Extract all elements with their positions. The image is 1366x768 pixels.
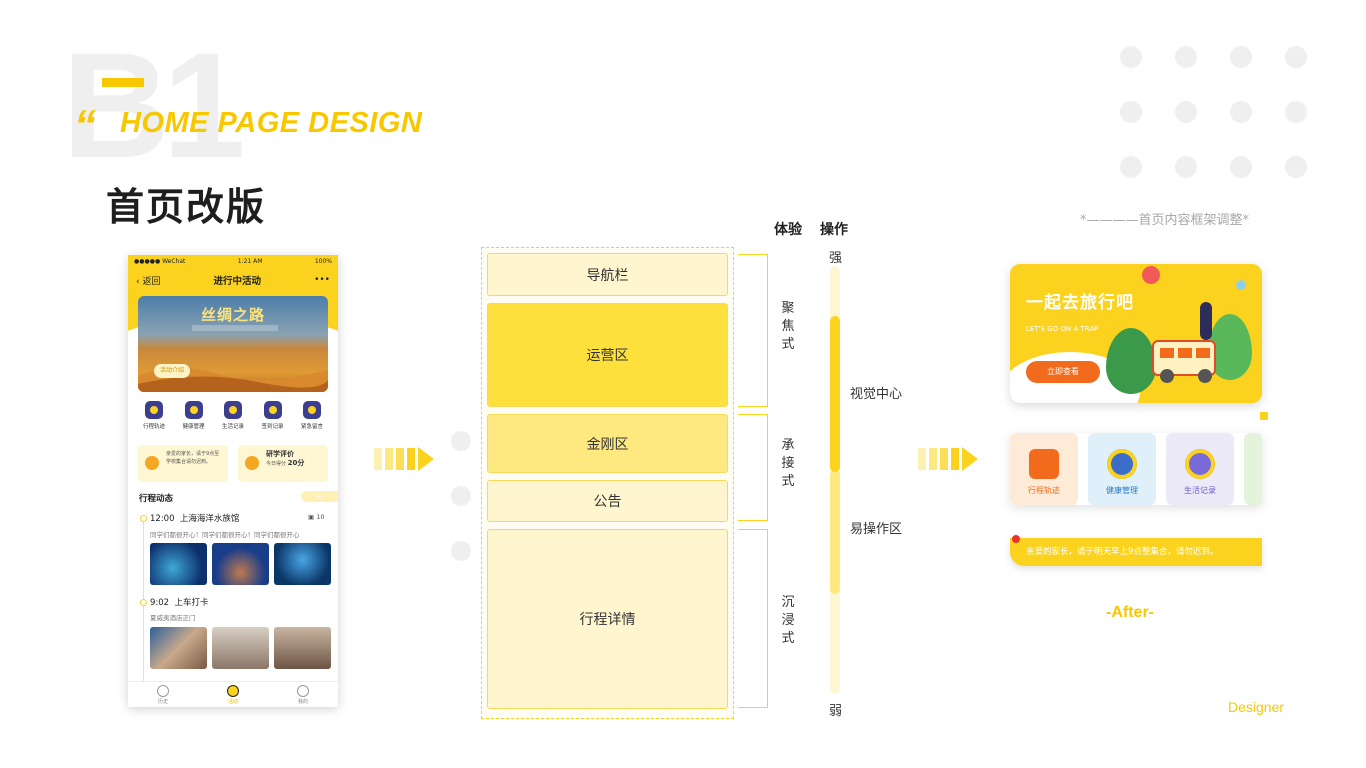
quick-icon-checkin[interactable]: 签到记录 [255,401,291,430]
headset-icon [303,401,321,419]
zone-visual-center: 视觉中心 [850,387,903,402]
column-header-experience: 体验 [774,222,802,238]
block-navbar: 导航栏 [487,253,728,296]
banner-title: 丝绸之路 [200,306,265,324]
tab-history[interactable]: 历史 [157,684,169,705]
bell-icon [1185,449,1215,479]
photo-count: ▣ 10 [308,513,325,521]
bracket-immersive [738,529,768,708]
route-icon [145,401,163,419]
quick-icons: 行程轨迹 健康管理 生活记录 签到记录 紧急留言 [136,401,330,430]
block-operation: 运营区 [487,303,728,407]
after-banner-title: 一起去旅行吧 [1026,293,1134,313]
group-label-connect: 承接式 [781,438,795,489]
notice-icon [145,456,159,470]
scale-mid [830,470,840,594]
designer-label: Designer [1228,699,1285,715]
event-photo[interactable] [150,543,207,585]
quick-icon-emergency[interactable]: 紧急留言 [294,401,330,430]
event-title[interactable]: 9:02 上车打卡 [140,596,209,608]
arrow-right-icon [918,447,978,471]
subtitle-en: HOME PAGE DESIGN [120,107,423,139]
section-title: 行程动态 [139,494,174,504]
background-mark: B1 [62,21,246,189]
user-icon [297,684,309,697]
heart-icon [1107,449,1137,479]
tab-mine[interactable]: 我的 [297,684,309,705]
after-tile-route[interactable]: 行程轨迹 [1010,433,1078,505]
tab-bar: 历史 活动 我的 [128,681,338,707]
accent-bar [102,78,144,87]
phone-mockup: ●●●●● WeChat 1:21 AM 100% ‹ 返回 进行中活动 •••… [128,255,338,707]
column-header-operation: 操作 [820,222,848,238]
event-photo[interactable] [212,627,269,669]
page-title: 首页改版 [106,185,267,229]
clock-icon [157,684,169,697]
more-icon[interactable]: ••• [314,275,330,285]
dot-grid-decoration [1120,46,1307,178]
after-banner-card[interactable]: 一起去旅行吧 LET'S GO ON A TRAP 立即查看 [1010,264,1262,403]
scale-weak: 弱 [829,704,843,719]
star-icon [245,456,259,470]
after-tile-partial[interactable] [1244,433,1262,505]
event-photo[interactable] [150,627,207,669]
status-bar: ●●●●● WeChat 1:21 AM 100% [134,258,332,265]
after-banner-subtitle: LET'S GO ON A TRAP [1026,325,1099,333]
zone-easy-operation: 易操作区 [850,522,903,537]
scale-strong: 强 [829,251,843,266]
group-label-focus: 聚焦式 [781,301,795,352]
leaf-decoration [1106,328,1156,394]
nav-title: 进行中活动 [213,276,262,287]
bus-illustration [1152,340,1216,383]
event-photo[interactable] [274,543,331,585]
heart-icon [184,401,203,419]
after-icon-row: 行程轨迹 健康管理 生活记录 [1010,433,1262,505]
mascot-icon [227,684,239,697]
group-label-immersive: 沉浸式 [781,595,795,646]
block-trip-detail: 行程详情 [487,529,728,709]
frame-caption: *————首页内容框架调整* [1080,213,1250,228]
info-cards: 亲爱的家长，请于9点至学校集合请勿迟到。 研学评价今日得分 20分 [138,445,328,482]
tab-activity[interactable]: 活动 [227,684,239,705]
quick-icon-route[interactable]: 行程轨迹 [136,401,172,430]
evaluation-card[interactable]: 研学评价今日得分 20分 [238,445,328,482]
square-decoration [1260,412,1268,420]
block-kingkong: 金刚区 [487,414,728,473]
checkin-icon [263,401,282,419]
event-photo[interactable] [274,627,331,669]
quick-icon-health[interactable]: 健康管理 [176,401,212,430]
notice-card[interactable]: 亲爱的家长，请于9点至学校集合请勿迟到。 [138,445,228,482]
weather-badge: ☁ [301,491,338,502]
traveler-illustration [1200,302,1212,340]
event-title[interactable]: 12:00 上海海洋水族馆 [140,512,239,524]
banner-intro-button[interactable]: 活动介绍 [154,364,190,378]
bracket-focus [738,254,768,407]
after-tile-health[interactable]: 健康管理 [1088,433,1156,505]
arrow-right-icon [374,447,434,471]
alert-dot [1012,535,1020,543]
bracket-connect [738,414,768,521]
block-announcement: 公告 [487,480,728,522]
activity-banner[interactable]: 丝绸之路 活动介绍 [138,296,328,392]
view-now-button[interactable]: 立即查看 [1026,361,1100,383]
nav-bar: ‹ 返回 进行中活动 ••• [128,271,338,289]
quick-icon-life[interactable]: 生活记录 [215,401,251,430]
dot-decoration [451,541,471,561]
event-comment: 夏威夷酒店正门 [150,614,196,622]
after-label: -After- [1106,604,1154,621]
dot-decoration [451,486,471,506]
bell-icon [224,401,242,419]
dot-decoration [451,431,471,451]
map-pin-icon [1029,449,1059,479]
after-tile-life[interactable]: 生活记录 [1166,433,1234,505]
event-comment: 同学们都很开心！同学们都很开心！同学们都很开心 [150,531,300,539]
scale-bar [830,316,840,472]
event-photo[interactable] [212,543,269,585]
quote-icon: “ [74,101,96,150]
after-notice-bar[interactable]: 亲爱的家长，请于明天早上9点整集合，请勿迟到。 [1010,538,1262,566]
sun-decoration [1142,266,1160,284]
back-button[interactable]: ‹ 返回 [136,276,161,287]
